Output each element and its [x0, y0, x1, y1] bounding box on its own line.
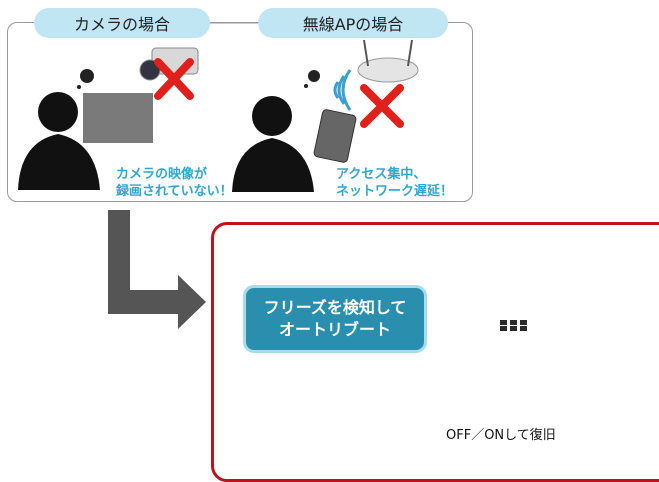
ap-problem-line-1: アクセス集中、: [336, 167, 427, 182]
camera-problem-message: カメラの映像が 録画されていない！: [116, 166, 233, 200]
frustrated-person-icon-2: [232, 96, 314, 192]
thought-bubble-icon-2: [304, 70, 320, 88]
camera-problem-line-1: カメラの映像が: [116, 167, 208, 182]
callout-line-2: オートリブート: [278, 320, 391, 339]
auto-reboot-callout: フリーズを検知して オートリブート: [246, 288, 424, 350]
cross-icon: [154, 58, 194, 100]
recovery-caption: OFF／ONして復旧: [446, 428, 556, 443]
frustrated-person-icon: [18, 92, 100, 190]
blank-monitor-icon: [83, 93, 153, 143]
callout-line-1: フリーズを検知して: [263, 298, 407, 317]
wireless-ap-icon: [357, 39, 419, 83]
ap-case-label: 無線APの場合: [258, 8, 448, 38]
camera-problem-line-2: 録画されていない！: [116, 184, 233, 199]
ap-problem-message: アクセス集中、 ネットワーク遅延！: [336, 166, 453, 200]
tablet-icon: [313, 109, 357, 163]
transition-arrow-icon: [108, 210, 206, 329]
camera-case-label: カメラの場合: [34, 8, 210, 38]
solution-panel: [211, 222, 659, 482]
wifi-waves-icon: [333, 69, 352, 111]
cross-icon-2: [360, 84, 404, 128]
ap-problem-line-2: ネットワーク遅延！: [336, 184, 454, 199]
thought-bubble-icon: [77, 69, 94, 89]
